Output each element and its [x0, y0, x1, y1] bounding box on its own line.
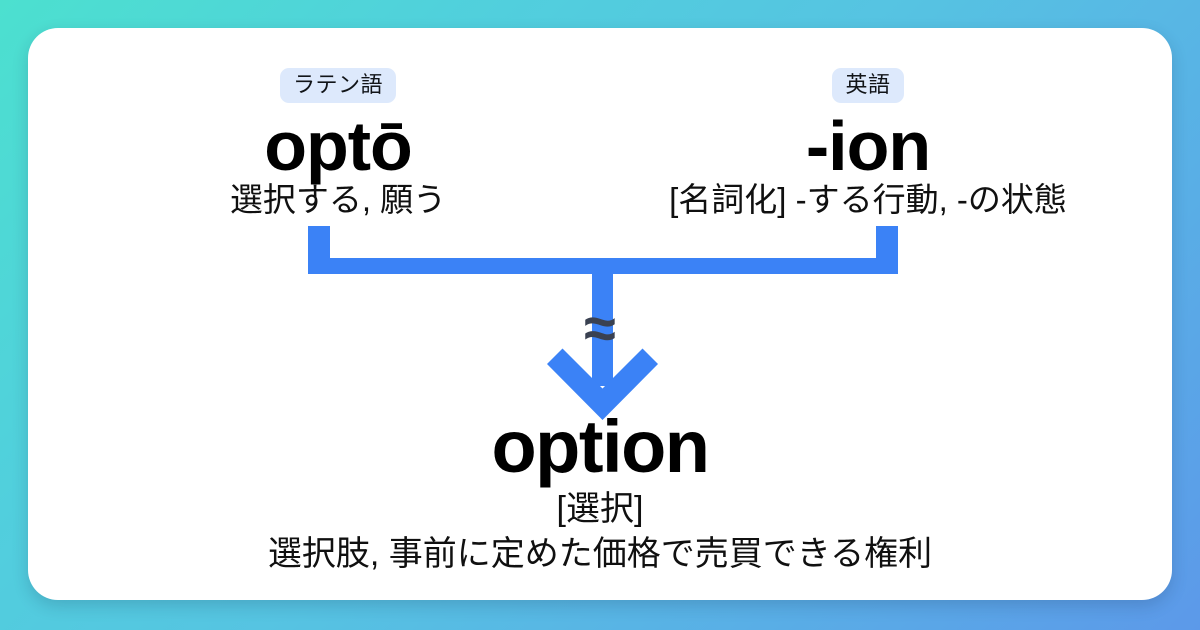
source-word-latin: optō: [264, 107, 413, 185]
source-morpheme-english: 英語 -ion [名詞化] -する行動, -の状態: [588, 68, 1148, 220]
bracket-horizontal-bar: [308, 258, 898, 274]
result-word-block: option [選択] 選択肢, 事前に定めた価格で売買できる権利: [28, 406, 1172, 576]
approximately-equal-icon: ≈: [584, 296, 616, 361]
source-morpheme-latin: ラテン語 optō 選択する, 願う: [68, 68, 608, 220]
source-gloss-english: [名詞化] -する行動, -の状態: [669, 181, 1067, 219]
language-badge-english: 英語: [832, 68, 904, 103]
result-gloss: 選択肢, 事前に定めた価格で売買できる権利: [267, 534, 933, 573]
bracket-right-stub: [876, 226, 898, 273]
word-breakdown-card: ラテン語 optō 選択する, 願う 英語 -ion [名詞化] -する行動, …: [28, 28, 1172, 600]
source-gloss-latin: 選択する, 願う: [229, 181, 447, 219]
source-word-english: -ion: [805, 107, 931, 185]
result-word: option: [491, 405, 710, 488]
result-bracket-gloss: [選択]: [556, 490, 644, 529]
language-badge-latin: ラテン語: [279, 68, 396, 103]
bracket-left-stub: [308, 226, 330, 273]
